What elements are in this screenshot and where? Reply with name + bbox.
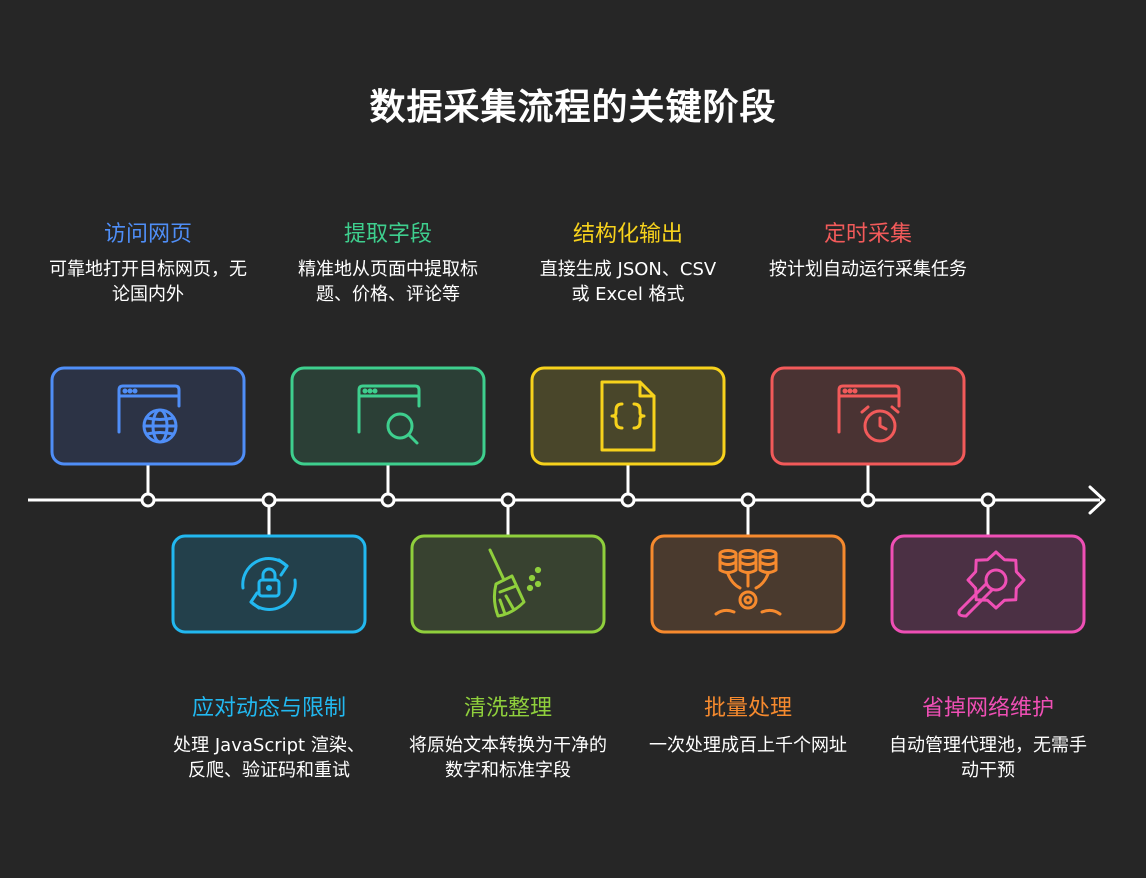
stage-title: 清洗整理 (463, 696, 552, 721)
browser-alarm-icon (837, 384, 901, 443)
stage-description: 可靠地打开目标网页，无论国内外 (49, 259, 247, 305)
stage-card (290, 366, 486, 466)
stage-description: 直接生成 JSON、CSV 或 Excel 格式 (539, 259, 717, 305)
browser-globe-icon (117, 384, 181, 444)
timeline-arrowhead (1088, 485, 1106, 515)
timeline-node (860, 492, 876, 508)
wrench-gear-icon (957, 550, 1026, 618)
page-title: 数据采集流程的关键阶段 (369, 87, 777, 128)
stage-card (171, 534, 367, 634)
stage-title: 定时采集 (823, 222, 912, 247)
timeline-node (261, 492, 277, 508)
stage-title: 提取字段 (343, 222, 432, 247)
database-cluster-icon (714, 549, 782, 616)
stage-title: 结构化输出 (572, 222, 683, 247)
stage-title: 访问网页 (103, 222, 192, 247)
refresh-lock-icon (241, 557, 297, 611)
stage-title: 批量处理 (703, 696, 792, 721)
code-file-icon (600, 380, 656, 452)
timeline-node (140, 492, 156, 508)
stage-title: 省掉网络维护 (921, 696, 1054, 721)
stage-card (530, 366, 726, 466)
timeline-node (740, 492, 756, 508)
stage-description: 一次处理成百上千个网址 (649, 735, 847, 756)
stage-description: 自动管理代理池，无需手动干预 (889, 735, 1087, 781)
broom-icon (488, 548, 542, 618)
timeline-node (980, 492, 996, 508)
timeline-node (620, 492, 636, 508)
stage-title: 应对动态与限制 (191, 696, 346, 721)
stage-description: 按计划自动运行采集任务 (769, 259, 967, 280)
stage-description: 精准地从页面中提取标题、价格、评论等 (298, 259, 478, 305)
stage-description: 将原始文本转换为干净的数字和标准字段 (409, 735, 607, 781)
stage-description: 处理 JavaScript 渲染、反爬、验证码和重试 (173, 735, 365, 781)
timeline-node (500, 492, 516, 508)
browser-search-icon (357, 384, 421, 445)
timeline-node (380, 492, 396, 508)
stage-card (410, 534, 606, 634)
